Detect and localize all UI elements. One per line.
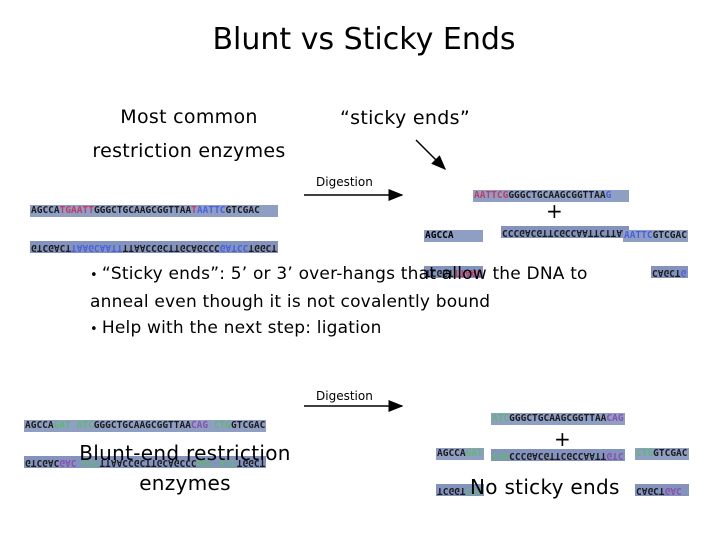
sticky-product-left: AGCCA TCGGTTTAAG: [424, 206, 484, 290]
sticky-input-top-strand: AGCCATGAATTGGGCTGCAAGCGGTTAATAATTCGTCGAC: [30, 205, 278, 217]
digestion-label-top: Digestion: [316, 175, 373, 189]
blunt-product-left: AGCCAGAT TCGGTCTA: [436, 424, 484, 508]
dna-segment: GGGCTGCAAGCGGTTAA: [508, 190, 606, 201]
bullet-1-line2: anneal even though it is not covalently …: [90, 292, 491, 312]
dna-segment: ATC: [76, 420, 94, 431]
blunt-product-right-top: CTGGTCGAC: [635, 448, 689, 460]
plus-sign-bottom: +: [554, 427, 571, 451]
sticky-product-left-top: AGCCA: [424, 230, 484, 242]
sticky-product-right-top: AATTCGTCGAC: [623, 230, 688, 242]
plus-sign-top: +: [546, 199, 563, 223]
sticky-input-dna: AGCCATGAATTGGGCTGCAAGCGGTTAATAATTCGTCGAC…: [30, 181, 278, 265]
slide-title: Blunt vs Sticky Ends: [212, 22, 516, 57]
dna-segment: TGAATT: [59, 205, 94, 216]
sticky-ends-label: “sticky ends”: [340, 107, 470, 129]
most-common-heading-line1: Most common: [120, 106, 258, 128]
most-common-heading: Most common restriction enzymes: [64, 100, 314, 168]
bullet-1-line1: “Sticky ends”: 5’ or 3’ over-hangs that …: [101, 264, 588, 284]
blunt-product-left-top: AGCCAGAT: [436, 448, 484, 460]
dna-segment: GTCGAC: [653, 448, 688, 459]
dna-segment: CAG: [606, 413, 624, 424]
dna-segment: GAT: [465, 448, 483, 459]
dna-segment: GGGCTGCAAGCGGTTAA: [93, 205, 192, 216]
no-sticky-ends-heading: No sticky ends: [470, 475, 620, 499]
dna-segment: GTCGAC: [231, 420, 266, 431]
bullet-dot: •: [90, 322, 98, 337]
dna-segment: GAT: [53, 420, 71, 431]
dna-segment: G: [605, 190, 612, 201]
sticky-product-middle-top: AATTCGGGGCTGCAAGCGGTTAAG: [473, 190, 629, 202]
blunt-product-right: CTGGTCGAC CAGCTGAC: [635, 424, 689, 508]
dna-segment: AGCCA: [437, 448, 466, 459]
dna-segment: AGCCA: [31, 205, 60, 216]
dna-segment: GGGCTGCAAGCGGTTAA: [509, 413, 607, 424]
blunt-end-heading: Blunt-end restriction enzymes: [60, 438, 310, 498]
blunt-end-heading-line1: Blunt-end restriction: [79, 441, 291, 465]
digestion-label-bottom: Digestion: [316, 389, 373, 403]
bullet-dot: •: [90, 268, 98, 283]
blunt-input-dna: AGCCAGAT ATCGGGCTGCAAGCGGTTAACAG CTGGTCG…: [24, 396, 267, 480]
dna-segment: GGGCTGCAAGCGGTTAA: [93, 420, 191, 431]
dna-segment: CTG: [636, 448, 654, 459]
blunt-input-top-strand: AGCCAGAT ATCGGGCTGCAAGCGGTTAACAG CTGGTCG…: [24, 420, 267, 432]
bullet-2: Help with the next step: ligation: [101, 318, 382, 338]
dna-segment: GTCGAC: [225, 205, 260, 216]
dna-segment: GTCGAC: [652, 230, 687, 241]
dna-segment: ATC: [492, 413, 510, 424]
dna-segment: AATTCG: [474, 190, 509, 201]
dna-segment: T: [191, 205, 197, 216]
dna-segment: CTG: [213, 420, 231, 431]
blunt-product-middle-top: ATCGGGCTGCAAGCGGTTAACAG: [491, 413, 625, 425]
bullet-sticky-ends: •“Sticky ends”: 5’ or 3’ over-hangs that…: [90, 261, 588, 343]
sticky-ends-pointer-arrow: [415, 139, 447, 171]
dna-segment: AATTC: [624, 230, 653, 241]
blunt-end-heading-line2: enzymes: [139, 471, 231, 495]
blunt-product-middle: ATCGGGCTGCAAGCGGTTAACAG TAGCCCGACGTTCGCC…: [491, 389, 625, 473]
sticky-product-middle: AATTCGGGGCTGCAAGCGGTTAAG CCCGACGTTCGCCAA…: [473, 166, 629, 250]
dna-segment: AATTC: [196, 205, 226, 216]
dna-segment: AGCCA: [25, 420, 54, 431]
dna-segment: CAG: [190, 420, 209, 431]
sticky-product-right: AATTCGTCGAC CAGCTG: [623, 206, 688, 290]
most-common-heading-line2: restriction enzymes: [92, 140, 286, 162]
